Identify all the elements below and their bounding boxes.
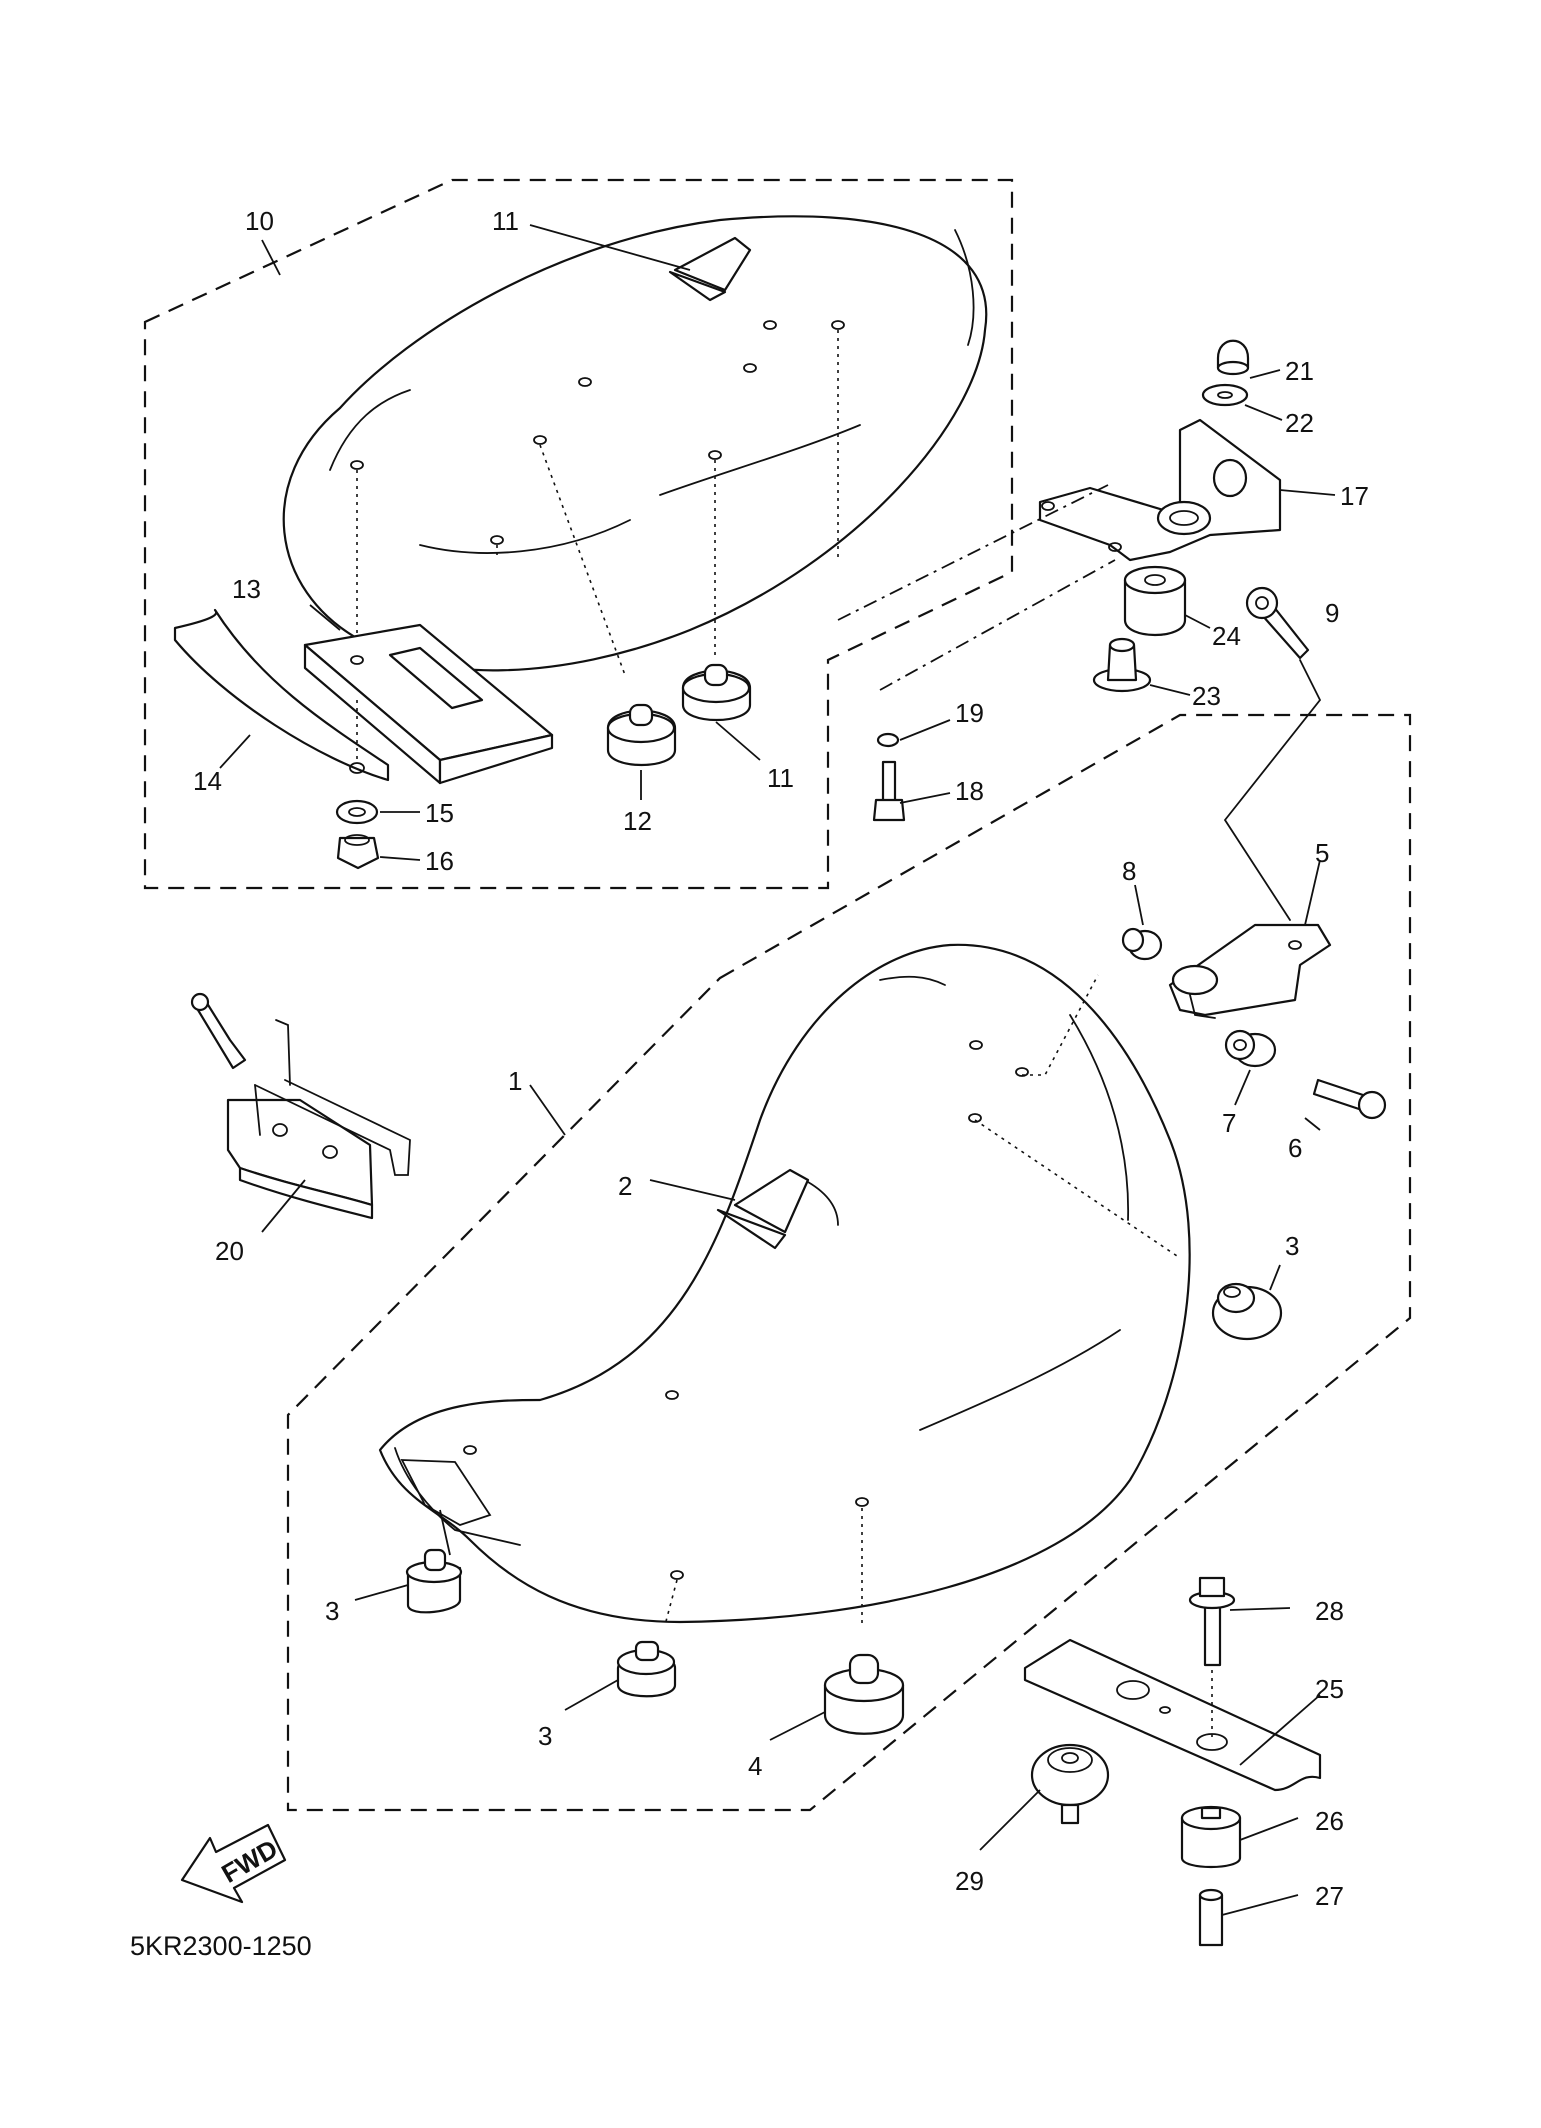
collar-23 <box>1092 637 1152 693</box>
callout-19: 19 <box>955 698 984 728</box>
callout-10: 10 <box>245 206 274 236</box>
collar-27 <box>1198 1888 1224 1947</box>
bolt-18 <box>872 760 906 822</box>
diagram-code: 5KR2300-1250 <box>130 1931 312 1961</box>
callout-3-center: 3 <box>538 1721 552 1751</box>
callout-5: 5 <box>1315 838 1329 868</box>
front-seat-cushion <box>378 943 1191 1624</box>
bolt-6 <box>1312 1078 1387 1120</box>
callout-8: 8 <box>1122 856 1136 886</box>
seat-bracket-5 <box>1168 923 1332 1019</box>
washer-19 <box>876 732 900 748</box>
front-seat-damper-4 <box>823 1653 905 1735</box>
bolt-28 <box>1188 1576 1236 1667</box>
rear-seat-group-boundary <box>143 178 1014 890</box>
callout-26: 26 <box>1315 1806 1344 1836</box>
callout-20: 20 <box>215 1236 244 1266</box>
callout-11: 11 <box>492 206 519 236</box>
cap-nut-21 <box>1216 339 1250 376</box>
washer-22 <box>1201 383 1249 407</box>
rear-seat-damper-left <box>606 703 677 766</box>
callout-1: 1 <box>508 1066 522 1096</box>
callout-23: 23 <box>1192 681 1221 711</box>
damper-26 <box>1180 1805 1242 1869</box>
callout-12-right: 11 <box>767 763 794 793</box>
callout-2: 2 <box>618 1171 632 1201</box>
callout-18: 18 <box>955 776 984 806</box>
front-seat-damper-rear <box>405 1548 463 1614</box>
grommet-8 <box>1121 927 1163 961</box>
callout-27: 27 <box>1315 1881 1344 1911</box>
seat-hinge-20 <box>190 992 411 1220</box>
rear-seat-damper-right <box>681 663 752 721</box>
callout-13: 13 <box>232 574 261 604</box>
nut-16 <box>336 836 380 870</box>
front-seat-damper-right <box>1211 1282 1283 1341</box>
callout-12-left: 12 <box>623 806 652 836</box>
rear-seat-cushion <box>282 215 988 672</box>
front-seat-damper-center <box>616 1640 677 1698</box>
seat-lock-plate <box>303 623 554 785</box>
washer-15 <box>335 799 379 825</box>
collar-7 <box>1224 1029 1277 1068</box>
callout-21: 21 <box>1285 356 1314 386</box>
callout-22: 22 <box>1285 408 1314 438</box>
callout-16: 16 <box>425 846 454 876</box>
callout-14: 14 <box>193 766 222 796</box>
damper-29 <box>1030 1743 1110 1825</box>
callout-9: 9 <box>1325 598 1339 628</box>
callout-7: 7 <box>1222 1108 1236 1138</box>
damper-24 <box>1123 565 1187 637</box>
callout-15: 15 <box>425 798 454 828</box>
callout-29: 29 <box>955 1866 984 1896</box>
callout-3-rear: 3 <box>325 1596 339 1626</box>
front-seat-group-boundary <box>286 713 1412 1812</box>
seat-bracket-17 <box>1038 418 1282 562</box>
callout-3-right: 3 <box>1285 1231 1299 1261</box>
callout-4: 4 <box>748 1751 762 1781</box>
callout-25: 25 <box>1315 1674 1344 1704</box>
callout-17: 17 <box>1340 481 1369 511</box>
bolt-9 <box>1245 586 1310 660</box>
seat-strap <box>173 608 390 782</box>
callout-6: 6 <box>1288 1133 1302 1163</box>
callout-28: 28 <box>1315 1596 1344 1626</box>
callout-24: 24 <box>1212 621 1241 651</box>
forward-arrow-icon: FWD <box>180 1823 287 1904</box>
